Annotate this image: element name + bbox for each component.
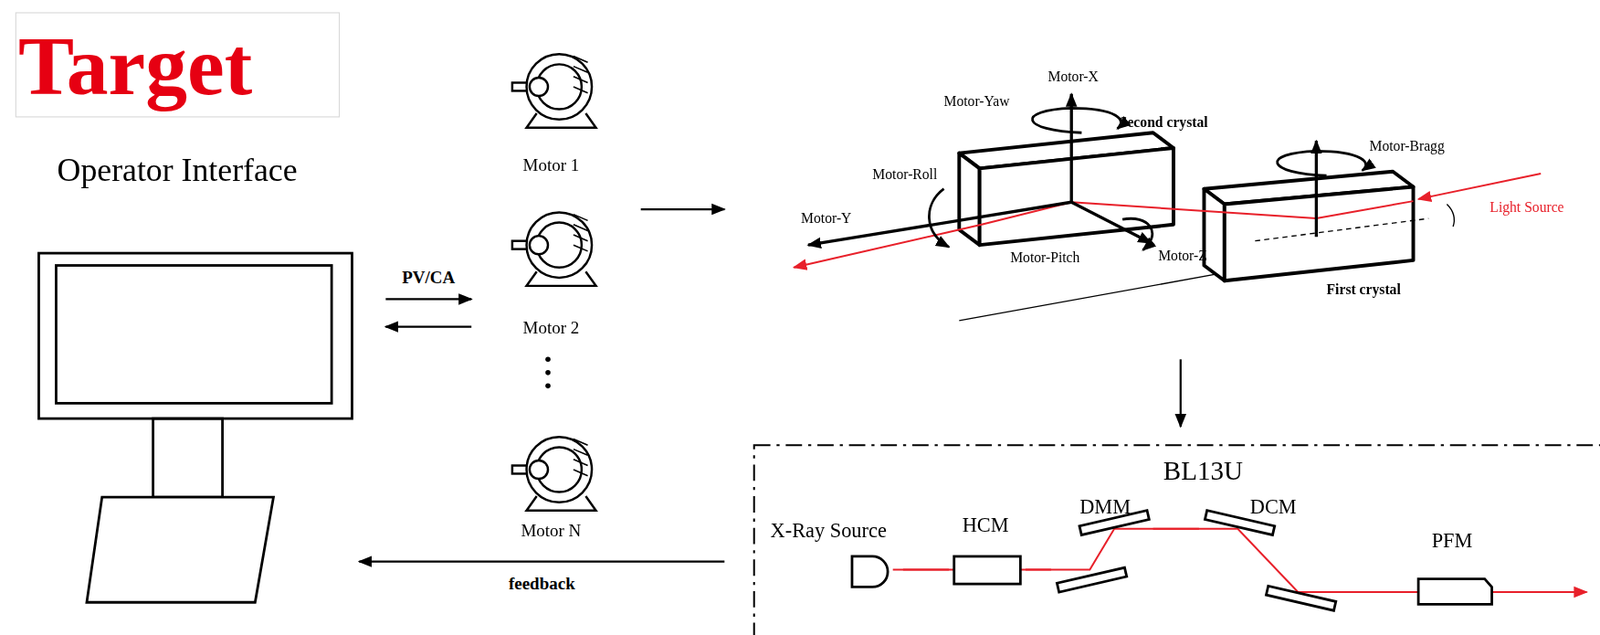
motor-icon: Motor 1 bbox=[489, 41, 612, 184]
rotation-arrows bbox=[928, 107, 1366, 250]
connector bbox=[385, 325, 472, 327]
edge-label: PV/CA bbox=[400, 267, 458, 288]
part-label: Motor-Roll bbox=[872, 166, 937, 183]
part-label: Motor-Y bbox=[800, 210, 852, 227]
motion-axes bbox=[808, 94, 1316, 245]
node-label: Target bbox=[18, 18, 253, 115]
part-label: Light Source bbox=[1489, 200, 1564, 217]
x-ray-source: X-Ray Source bbox=[765, 515, 904, 592]
optic-box: HCM bbox=[948, 510, 1026, 592]
node-label: Motor 1 bbox=[489, 155, 612, 176]
edge-label: feedback bbox=[506, 573, 578, 594]
reference-line bbox=[958, 273, 1220, 320]
flow-arrow bbox=[1179, 358, 1182, 427]
operator-monitor: Operator Interface bbox=[31, 142, 358, 607]
optic-box: PFM bbox=[1413, 525, 1501, 610]
connector bbox=[903, 568, 949, 570]
node-label: Motor 2 bbox=[489, 318, 612, 339]
part-label: Second crystal bbox=[1119, 114, 1209, 131]
connector bbox=[358, 559, 725, 562]
mirror bbox=[1056, 567, 1127, 592]
mirror-pair: DMM bbox=[1051, 492, 1154, 600]
node-label: DCM bbox=[1250, 494, 1297, 519]
second-crystal bbox=[958, 132, 1174, 245]
connector bbox=[1336, 590, 1414, 593]
operator-monitor-outline bbox=[31, 142, 358, 607]
flow-arrow bbox=[641, 208, 726, 211]
node-label: HCM bbox=[962, 513, 1010, 537]
motor-icon: Motor 2 bbox=[489, 189, 612, 343]
connector bbox=[1025, 568, 1052, 570]
connector bbox=[385, 297, 472, 300]
node-label: Motor N bbox=[489, 520, 612, 541]
light-beam bbox=[793, 173, 1541, 268]
part-label: First crystal bbox=[1326, 281, 1401, 298]
part-label: Motor-Yaw bbox=[944, 94, 1011, 111]
angle-arc bbox=[1446, 203, 1454, 227]
part-label: Motor-Z bbox=[1157, 248, 1208, 265]
node-label: X-Ray Source bbox=[770, 518, 887, 543]
node-label: DMM bbox=[1079, 494, 1131, 519]
node-label: BL13U bbox=[1163, 455, 1243, 486]
first-crystal bbox=[1203, 171, 1413, 282]
node-label: PFM bbox=[1431, 528, 1474, 553]
beamline-box: BL13U X-Ray Source HCM DMM DCM PFM bbox=[753, 443, 1600, 635]
motor-icon: Motor N bbox=[489, 418, 612, 547]
node-label: Operator Interface bbox=[57, 150, 298, 189]
title-box: Target bbox=[15, 11, 340, 117]
dashed-reference bbox=[1254, 218, 1429, 242]
part-label: Motor-X bbox=[1048, 69, 1099, 86]
connector bbox=[1153, 527, 1200, 530]
mirror bbox=[1265, 585, 1336, 611]
mirror-pair: DCM bbox=[1199, 492, 1337, 621]
part-label: Motor-Pitch bbox=[1010, 250, 1080, 267]
ellipsis-dots bbox=[545, 357, 551, 390]
part-label: Motor-Bragg bbox=[1368, 138, 1444, 156]
